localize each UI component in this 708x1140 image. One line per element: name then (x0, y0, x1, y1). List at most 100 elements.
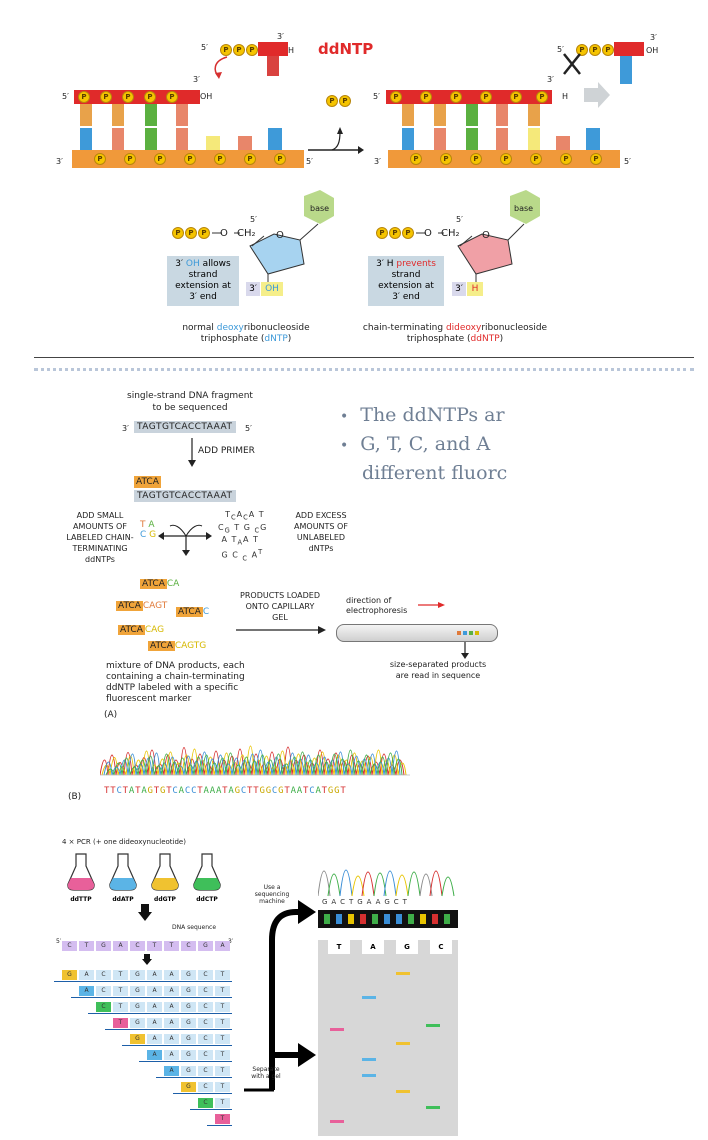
ddntp-sugar-structure (416, 190, 540, 284)
fragment-base: C (96, 1002, 111, 1012)
read-base: T (321, 786, 328, 796)
base-label: base (310, 204, 330, 213)
read-base: T (197, 786, 204, 796)
template-base: G (198, 941, 213, 951)
template-base: T (164, 941, 179, 951)
prime-label: 3′ (650, 33, 657, 42)
prime-label: 5′ (456, 215, 463, 224)
prime-label: 3′ (277, 32, 284, 41)
fragment-base: A (164, 1050, 179, 1060)
read-base: C (240, 786, 248, 796)
phosphate-icon: P (166, 91, 178, 103)
fragment-base: T (215, 1082, 230, 1092)
read-base: T (135, 786, 142, 796)
read-base: A (203, 786, 210, 796)
fragment-base: T (215, 986, 230, 996)
fragment-base: A (147, 970, 162, 980)
template-base: C (181, 941, 196, 951)
prime-label: 3′ (228, 938, 234, 945)
phosphate-icon: P (246, 44, 258, 56)
read-base: T (253, 786, 260, 796)
read-base: T (340, 786, 347, 796)
o-label: O (424, 228, 432, 239)
phosphate-icon: P (560, 153, 572, 165)
prime-label: 5′ (373, 92, 380, 101)
red-arrow-icon (418, 602, 445, 608)
dntp-sugar-structure (212, 190, 334, 284)
phosphate-icon: P (100, 91, 112, 103)
template-sequence: TAGTGTCACCTAAAT (134, 421, 236, 433)
extension-arrow-icon (584, 82, 610, 108)
read-base: C (172, 786, 179, 796)
fragment-base: T (113, 970, 128, 980)
fragment-base: T (215, 1034, 230, 1044)
oh-label: OH (200, 92, 213, 101)
right-arrow-icon (236, 626, 326, 634)
phosphate-icon: P (510, 91, 522, 103)
read-base: G (278, 786, 285, 796)
prime-label: 3′ (374, 157, 381, 166)
template-base: A (113, 941, 128, 951)
reaction-arrow-icon (308, 127, 364, 154)
fragment-base: G (181, 1018, 196, 1028)
read-base: A (215, 786, 223, 796)
fragment-base: T (215, 1066, 230, 1076)
fragment-base: T (215, 1018, 230, 1028)
gel-slab (318, 940, 458, 1136)
read-base: T (110, 786, 117, 796)
tube-label: ddGTP (154, 896, 176, 903)
pcr-tubes: ddTTP ddATP ddGTP ddCTP (62, 852, 242, 912)
fragment-base: A (164, 986, 179, 996)
read-base: A (178, 786, 185, 796)
phosphate-icon: P (144, 91, 156, 103)
gel-lane-label: T (328, 940, 350, 954)
read-base: G (159, 786, 167, 796)
phosphate-icon: P (530, 153, 542, 165)
phosphate-icon: P (389, 227, 401, 239)
fragment-base: G (181, 970, 196, 980)
read-base: A (228, 786, 235, 796)
ch2-label: CH₂ (237, 228, 256, 239)
h-prevents-box: 3′ H prevents strand extension at 3′ end (368, 256, 444, 306)
read-base: A (290, 786, 297, 796)
machine-read: GACTGAAGCT (322, 898, 411, 906)
fragment-base: C (198, 1098, 213, 1108)
capillary-gel (336, 624, 498, 642)
fragment-base: A (147, 986, 162, 996)
phosphate-icon: P (326, 95, 338, 107)
phosphate-icon: P (220, 44, 232, 56)
tube-label: ddTTP (70, 896, 92, 903)
prime-label: 5′ (306, 157, 313, 166)
section-divider (34, 357, 694, 358)
read-base: A (209, 786, 216, 796)
branch-arrow-icon (244, 900, 316, 1092)
template-base: T (79, 941, 94, 951)
fragment-base: A (147, 1018, 162, 1028)
phosphate-icon: P (470, 153, 482, 165)
read-base: T (303, 786, 310, 796)
template-base: T (147, 941, 162, 951)
phosphate-icon: P (185, 227, 197, 239)
fragment-base: A (79, 970, 94, 980)
template-base: C (130, 941, 145, 951)
bullet-item: •G, T, C, and A (340, 433, 491, 455)
fragment-base: G (62, 970, 77, 980)
template-base: G (96, 941, 111, 951)
fragment-base: A (147, 1050, 162, 1060)
pcr-label: 4 × PCR (+ one dideoxynucleotide) (62, 838, 186, 846)
o-label: O (220, 228, 228, 239)
fragment-base: A (164, 1002, 179, 1012)
read-base: T (153, 786, 160, 796)
template-base: A (215, 941, 230, 951)
down-arrow-icon (142, 954, 152, 965)
gel-lane-label: C (430, 940, 452, 954)
